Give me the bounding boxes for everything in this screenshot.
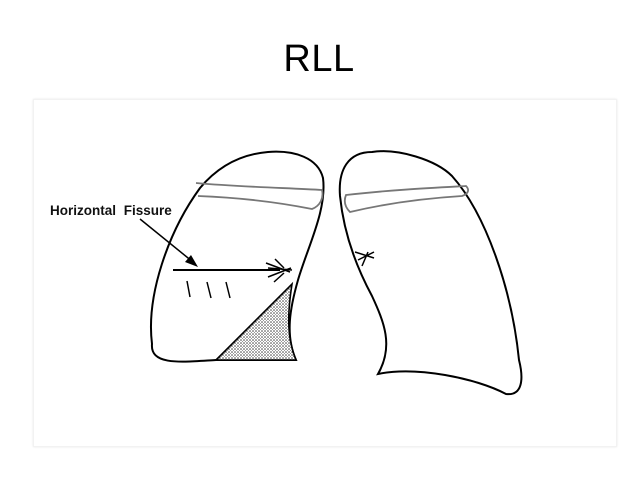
left-clavicle	[343, 185, 469, 213]
right-clavicle	[195, 182, 324, 210]
slide-title: RLL	[283, 38, 355, 80]
fissure-pointer-line	[139, 218, 194, 263]
right-hilar-markings	[265, 258, 293, 283]
left-lung-outline	[338, 150, 523, 396]
rll-consolidation-region	[214, 281, 298, 361]
fissure-pointer-arrowhead	[185, 255, 198, 267]
horizontal-fissure-label: Horizontal Fissure	[50, 203, 172, 218]
right-lung-outline	[150, 150, 325, 363]
vascular-markings	[186, 280, 231, 299]
left-hilar-markings	[354, 251, 375, 267]
